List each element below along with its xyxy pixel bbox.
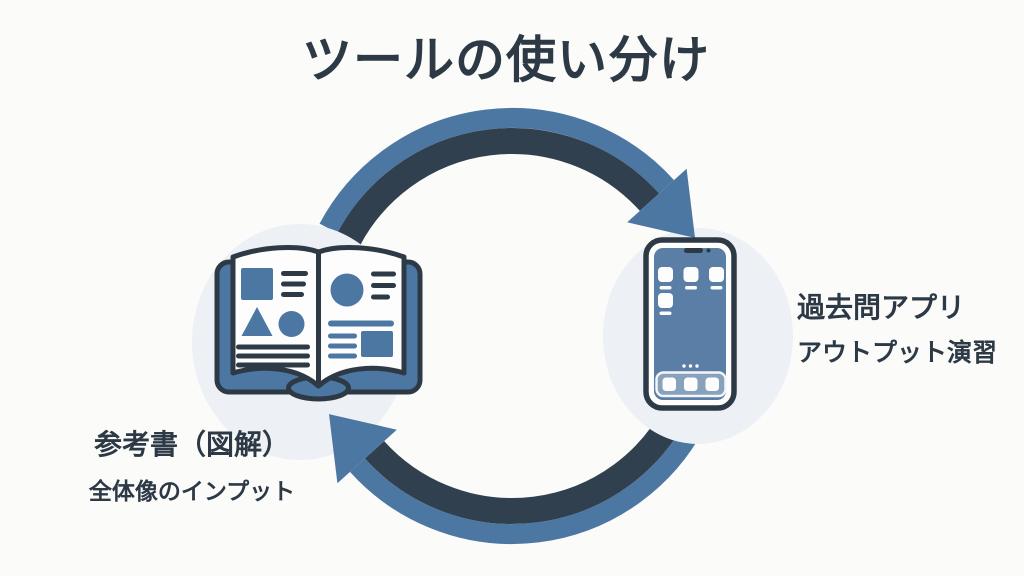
smartphone-icon [643, 237, 737, 411]
arrowhead-right-icon [627, 168, 695, 238]
slide-title: ツールの使い分け [302, 32, 710, 88]
app-label-block: 過去問アプリ アウトプット演習 [797, 290, 1024, 369]
cycle-arrow-bottom-icon [349, 406, 705, 545]
app-label: 過去問アプリ [797, 292, 966, 323]
book-sublabel: 全体像のインプット [88, 478, 296, 504]
book-label: 参考書（図解） [93, 429, 290, 460]
book-label-block: 参考書（図解） 全体像のインプット [57, 427, 327, 506]
app-sublabel: アウトプット演習 [797, 339, 998, 367]
phone-notch [684, 248, 703, 253]
arrowhead-left-icon [329, 414, 397, 484]
open-book-icon [214, 244, 423, 402]
cycle-arrow-top-icon [319, 107, 675, 246]
